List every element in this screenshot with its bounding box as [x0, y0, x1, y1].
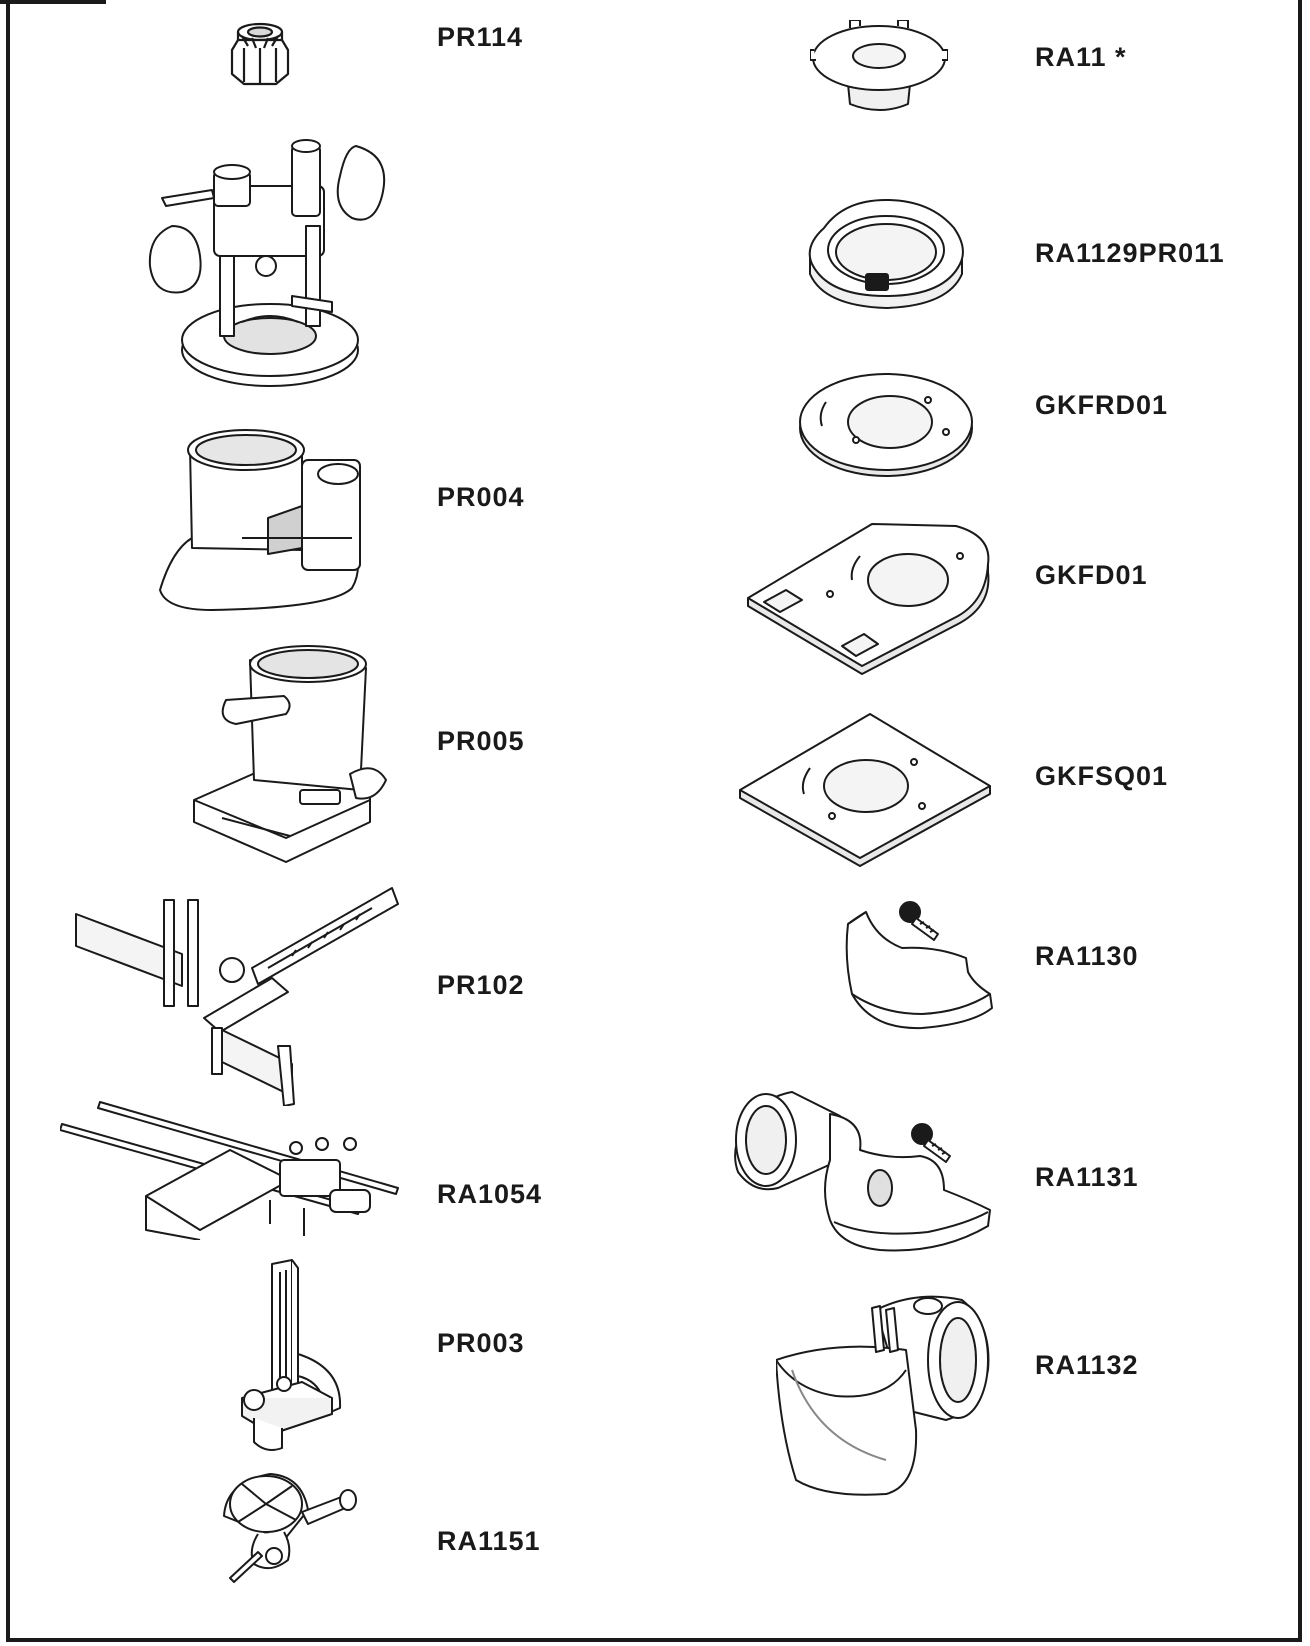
template-adapter-icon: [810, 20, 948, 116]
collet-nut-icon: [228, 18, 292, 88]
round-subbase-icon: [796, 362, 976, 480]
part-code-gkfsq01: GKFSQ01: [1035, 761, 1169, 791]
part-code-ra1129pr011: RA1129PR011: [1035, 238, 1225, 268]
part-code-pr114: PR114: [437, 22, 524, 52]
part-code-pr005: PR005: [437, 726, 525, 756]
part-code-ra11: RA11 *: [1035, 42, 1127, 72]
dust-hood-icon: [730, 1080, 998, 1256]
square-subbase-icon: [738, 712, 992, 868]
part-code-pr102: PR102: [437, 970, 525, 1000]
part-code-ra1130: RA1130: [1035, 941, 1139, 971]
part-code-pr003: PR003: [437, 1328, 525, 1358]
part-code-ra1131: RA1131: [1035, 1162, 1139, 1192]
fixed-base-icon: [152, 428, 374, 616]
part-code-pr004: PR004: [437, 482, 525, 512]
dust-shroud-icon: [842, 898, 998, 1034]
corner-tab: [0, 0, 106, 4]
trim-guide-icon: [232, 1258, 354, 1458]
d-shaped-subbase-icon: [746, 522, 992, 676]
deluxe-edge-guide-icon: [60, 1100, 400, 1240]
part-code-gkfrd01: GKFRD01: [1035, 390, 1169, 420]
edge-guide-icon: [72, 878, 400, 1106]
part-code-ra1132: RA1132: [1035, 1350, 1139, 1380]
dust-extraction-hood-icon: [776, 1290, 992, 1498]
part-code-ra1151: RA1151: [437, 1526, 541, 1556]
part-code-ra1054: RA1054: [437, 1179, 543, 1209]
part-code-gkfd01: GKFD01: [1035, 560, 1148, 590]
tilt-base-icon: [190, 640, 396, 866]
adapter-ring-icon: [804, 198, 968, 312]
plunge-base-icon: [142, 126, 398, 396]
centering-cone-icon: [222, 1470, 364, 1604]
